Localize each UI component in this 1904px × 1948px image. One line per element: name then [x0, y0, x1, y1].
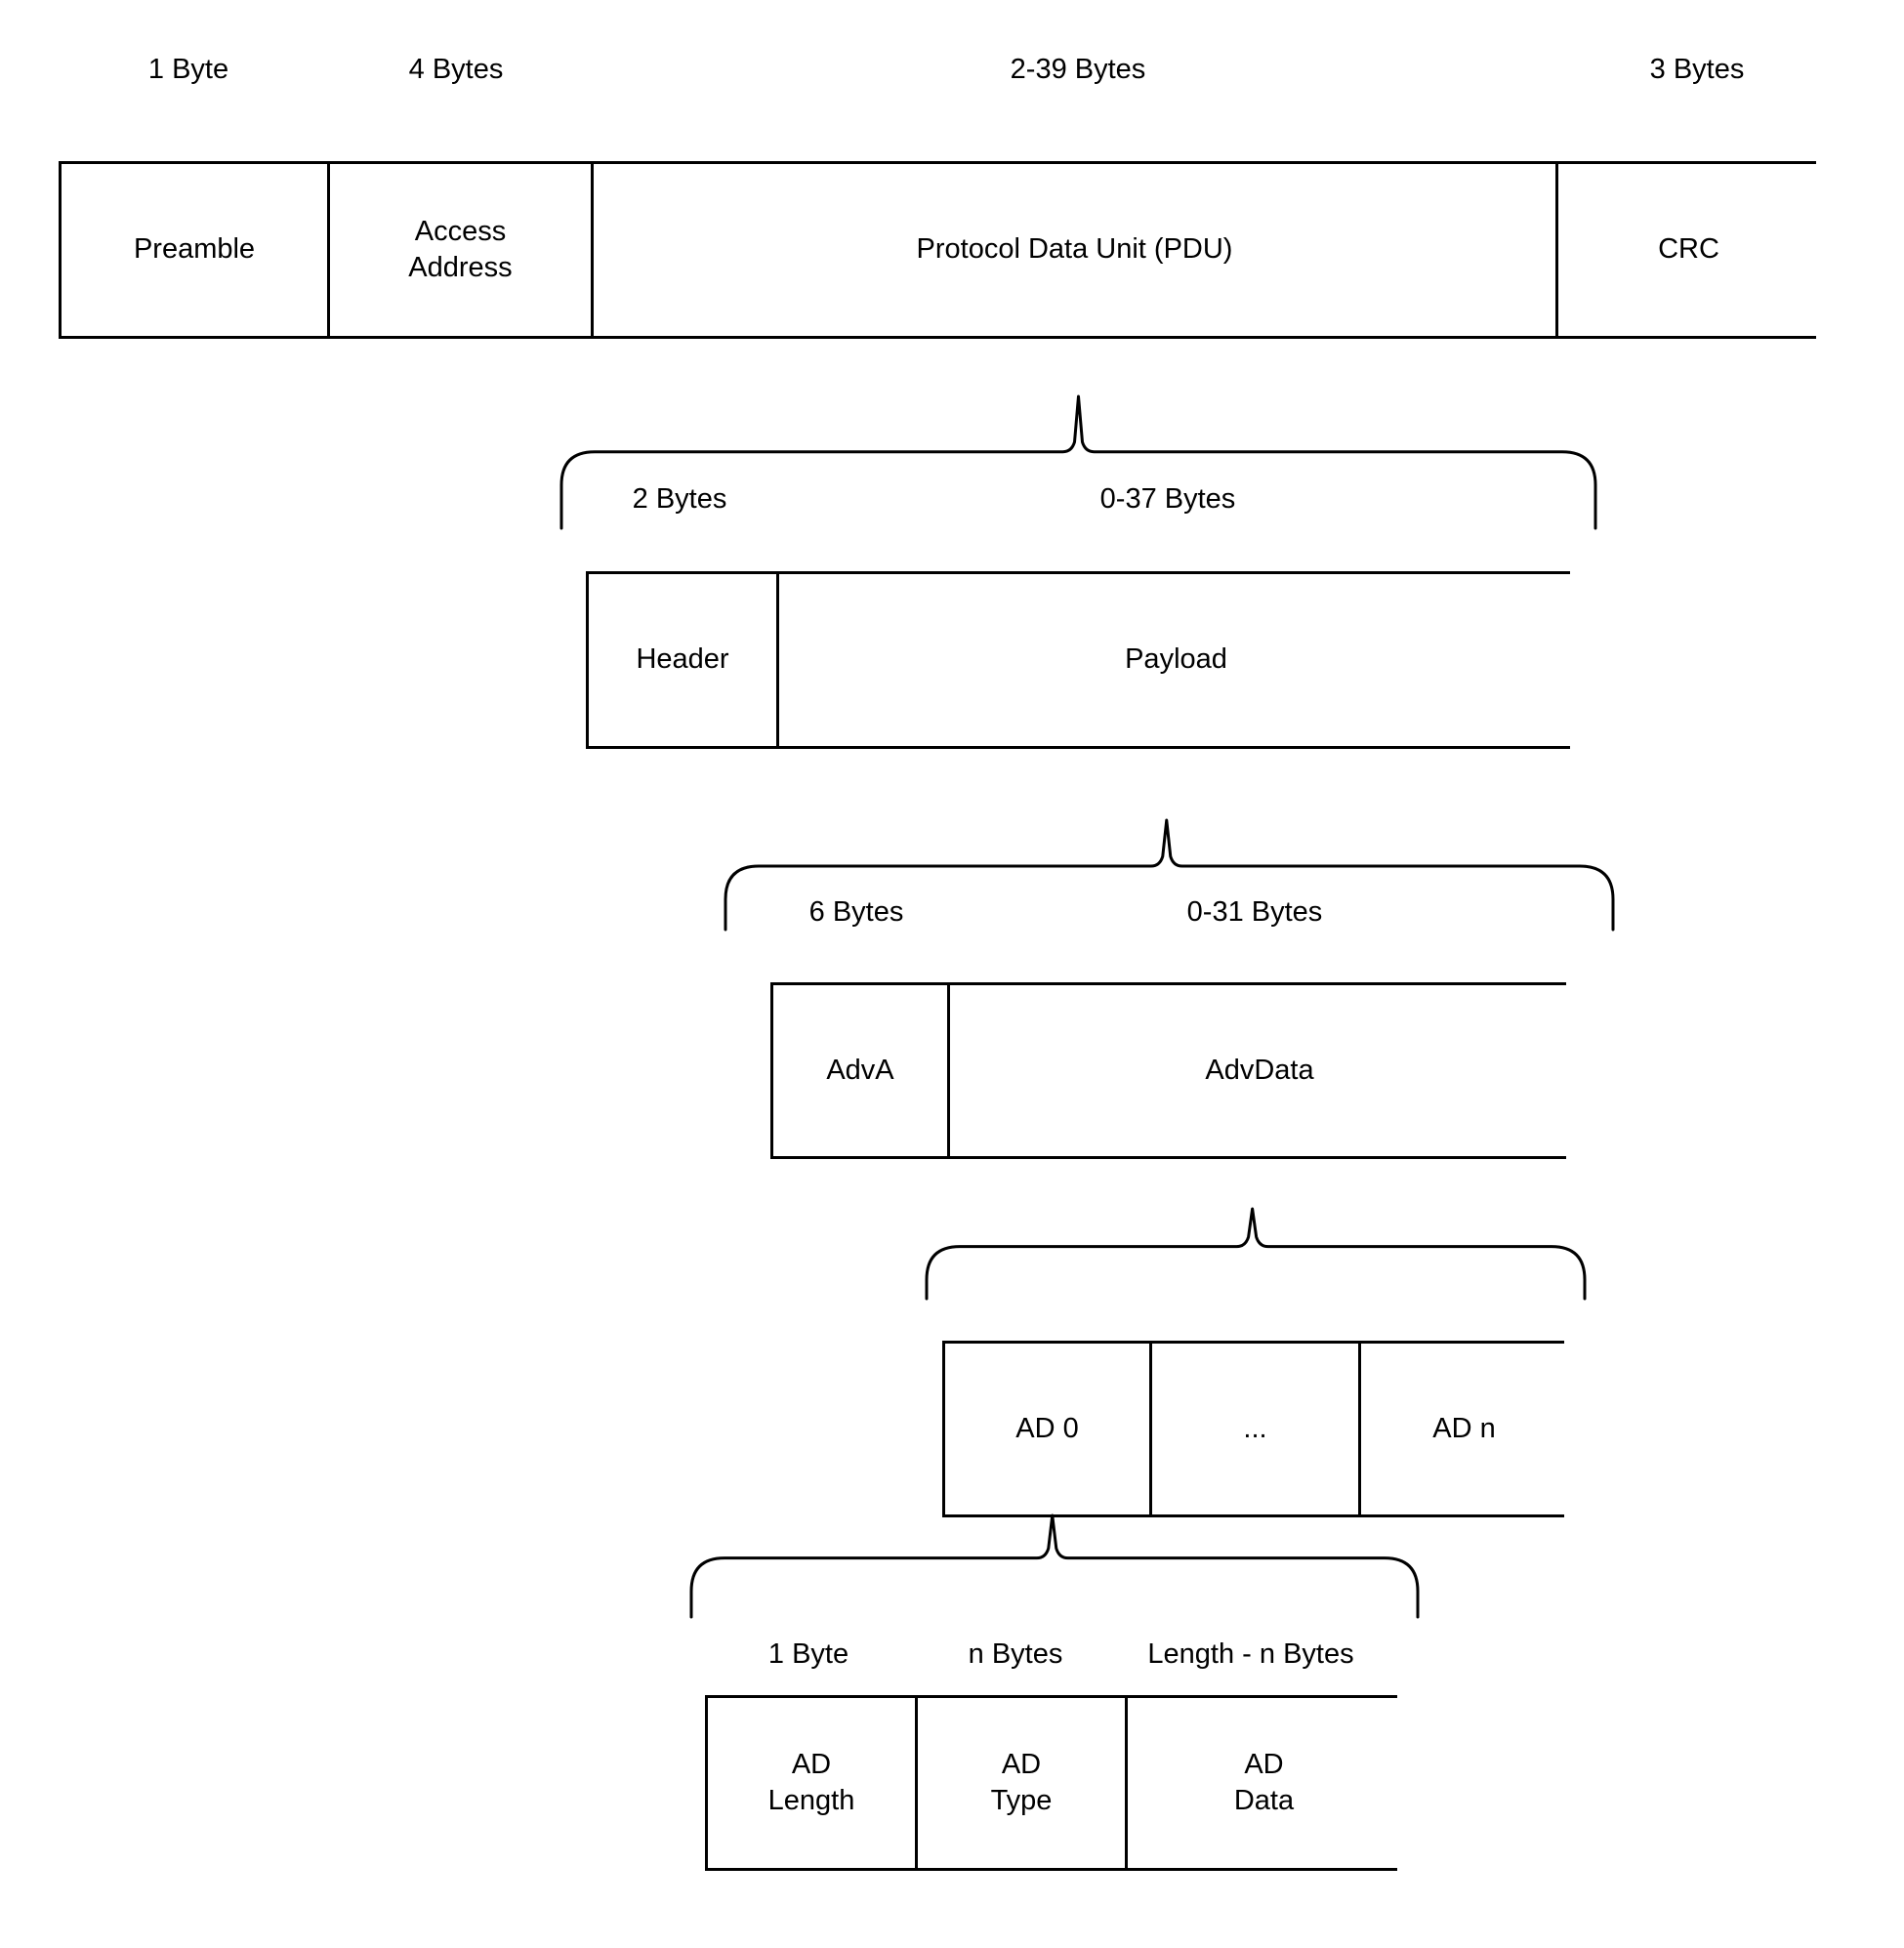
byte-caption: 0-37 Bytes	[1099, 483, 1236, 515]
byte-caption: 6 Bytes	[808, 896, 904, 928]
byte-caption: 2 Bytes	[632, 483, 727, 515]
field-header: Header	[589, 574, 776, 746]
field-ad-n: AD n	[1358, 1344, 1567, 1514]
field-crc: CRC	[1555, 164, 1819, 336]
packet-row-advdata: AD 0...AD n	[942, 1341, 1567, 1517]
brace-advdata	[925, 1207, 1587, 1301]
byte-caption: n Bytes	[968, 1638, 1063, 1670]
field-ad-type: AD Type	[915, 1698, 1125, 1868]
field-ad-length: AD Length	[708, 1698, 915, 1868]
byte-caption: 1 Byte	[767, 1638, 849, 1670]
field-adva: AdvA	[773, 985, 947, 1156]
byte-caption: 3 Bytes	[1649, 54, 1745, 85]
byte-caption: 1 Byte	[147, 54, 229, 85]
brace-path	[925, 1207, 1587, 1301]
field-ad-ellipsis: ...	[1149, 1344, 1358, 1514]
field-access-address: Access Address	[327, 164, 591, 336]
field-preamble: Preamble	[62, 164, 327, 336]
field-payload: Payload	[776, 574, 1573, 746]
byte-caption: 0-31 Bytes	[1186, 896, 1323, 928]
byte-caption: 4 Bytes	[408, 54, 504, 85]
byte-caption: Length - n Bytes	[1147, 1638, 1354, 1670]
brace-ad	[689, 1513, 1420, 1619]
field-pdu: Protocol Data Unit (PDU)	[591, 164, 1555, 336]
brace-path	[689, 1513, 1420, 1619]
field-advdata: AdvData	[947, 985, 1569, 1156]
field-ad-0: AD 0	[945, 1344, 1149, 1514]
byte-caption: 2-39 Bytes	[1010, 54, 1146, 85]
field-ad-data: AD Data	[1125, 1698, 1400, 1868]
